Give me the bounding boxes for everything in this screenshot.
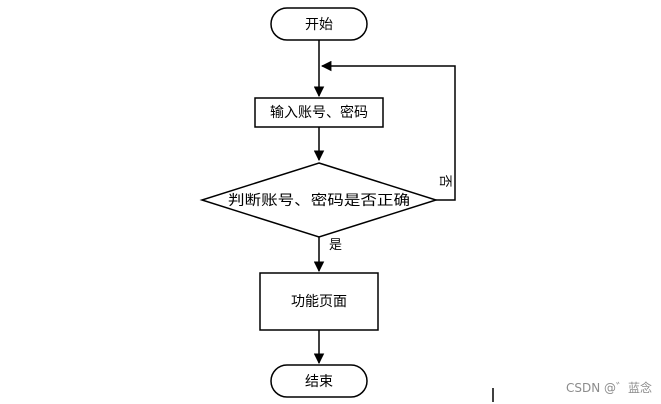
edge-decision-no-loop [320,60,456,201]
function-page-label: 功能页面 [291,294,347,310]
input-credentials-node: 输入账号、密码 [254,97,384,128]
start-node-label: 开始 [305,17,333,33]
decision-label: 判断账号、密码是否正确 [228,192,410,209]
csdn-watermark: CSDN @゛蓝念 [566,380,652,395]
start-node: 开始 [270,7,368,41]
end-node: 结束 [270,364,368,398]
no-label: 否 [437,174,452,187]
end-node-label: 结束 [305,374,333,390]
input-credentials-label: 输入账号、密码 [270,104,368,121]
decision-node: 判断账号、密码是否正确 [199,162,439,238]
function-page-node: 功能页面 [259,272,379,331]
yes-label: 是 [329,238,342,253]
